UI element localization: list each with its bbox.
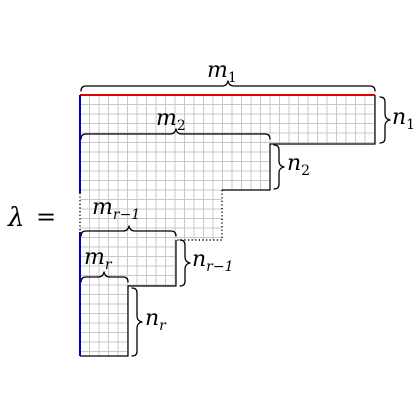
brace-m-r	[80, 271, 129, 283]
label-n2: n2	[287, 151, 310, 179]
label-m2: m2	[156, 106, 186, 134]
label-n-r: nr	[145, 306, 167, 334]
brace-n-r	[131, 287, 143, 357]
diagram-outline	[80, 95, 376, 357]
label-n-r-minus-1: nr−1	[192, 247, 234, 275]
label-n1: n1	[392, 105, 415, 133]
horizontal-braces	[80, 80, 376, 283]
brace-m1	[80, 80, 376, 92]
brace-n1	[379, 96, 391, 144]
lambda-symbol: λ	[7, 203, 24, 233]
equals-sign: =	[36, 203, 56, 231]
label-m1: m1	[207, 58, 237, 86]
brace-m-r-minus-1	[80, 225, 177, 237]
label-m-r-minus-1: mr−1	[92, 195, 140, 223]
brace-m2	[80, 128, 271, 140]
vertical-braces	[131, 96, 391, 357]
label-m-r: mr	[84, 245, 113, 273]
brace-n-r-minus-1	[179, 239, 191, 287]
brace-n2	[273, 144, 285, 190]
